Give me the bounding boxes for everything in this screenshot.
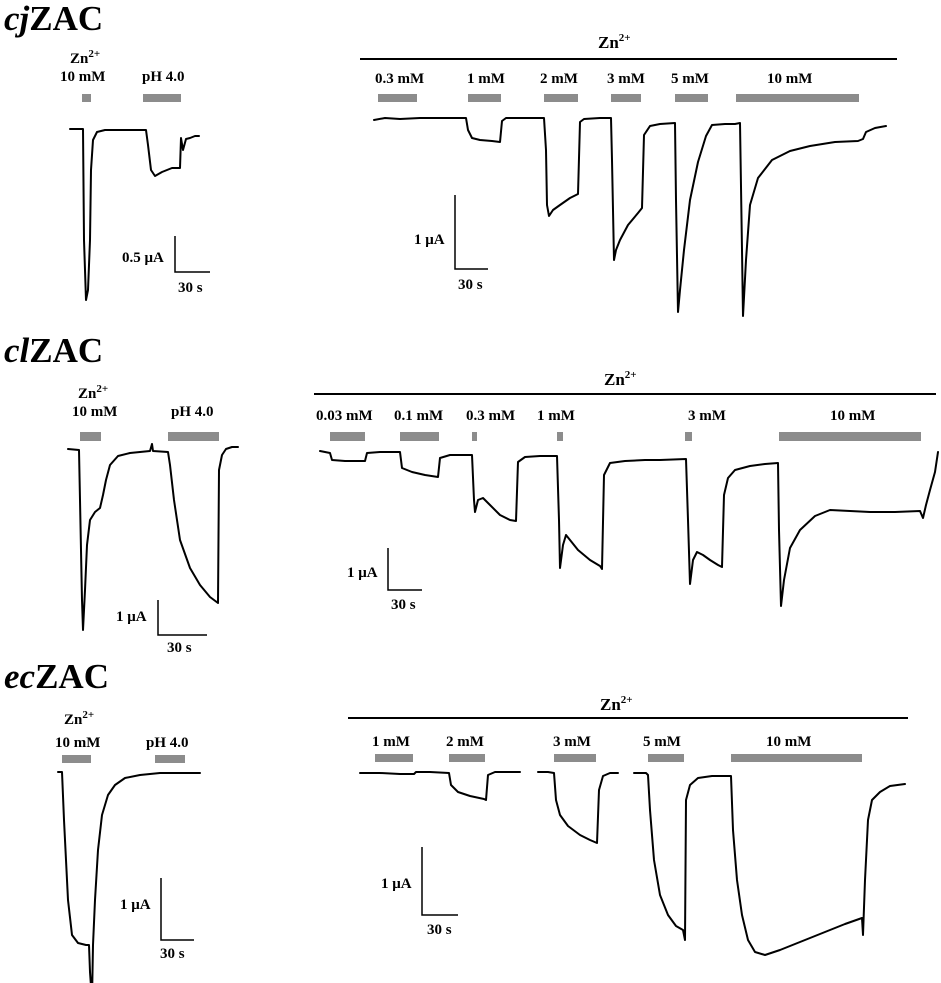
application-bar [378,94,417,102]
scale-bar [454,195,488,270]
current-trace [633,772,906,956]
ph-label: pH 4.0 [146,735,189,751]
left-trace-panel-cjzac: Zn2+ 10 mM pH 4.0 0.5 μA 30 s [60,48,210,301]
scale-time-label: 30 s [178,280,203,296]
scale-current-label: 1 μA [116,609,147,625]
application-bar [62,755,91,763]
panel-eczac: ecZAC Zn2+ 10 mM pH 4.0 1 μA 30 s Zn2+ 1… [4,657,908,983]
ph-application-bar [155,755,185,763]
scale-time-label: 30 s [167,640,192,656]
zn-header: Zn2+ [598,32,631,52]
current-trace [67,443,239,631]
application-bar [648,754,684,762]
concentration-label: 0.3 mM [375,71,424,87]
application-bar [554,754,596,762]
concentration-label: 5 mM [671,71,709,87]
right-trace-panel-eczac: Zn2+ 1 mM 2 mM 3 mM 5 mM 10 mM 1 μA 30 s [348,694,908,956]
zn-label: Zn2+ [64,709,94,728]
concentration-label: 10 mM [767,71,812,87]
zn-concentration-label: 10 mM [72,404,117,420]
application-bar [400,432,439,441]
application-bar [731,754,862,762]
concentration-label: 3 mM [607,71,645,87]
panel-cjzac: cjZAC Zn2+ 10 mM pH 4.0 0.5 μA 30 s Zn2+… [4,0,897,317]
zn-header: Zn2+ [600,694,633,714]
scale-time-label: 30 s [427,922,452,938]
species-title-eczac: ecZAC [4,657,109,696]
scale-bar [421,847,458,916]
current-trace [537,771,619,844]
application-bar [468,94,501,102]
concentration-label: 5 mM [643,734,681,750]
scale-current-label: 1 μA [347,565,378,581]
application-bar [779,432,921,441]
scale-bar [160,878,194,941]
current-trace [319,450,939,607]
concentration-label: 1 mM [372,734,410,750]
concentration-label: 2 mM [446,734,484,750]
right-trace-panel-clzac: Zn2+ 0.03 mM 0.1 mM 0.3 mM 1 mM 3 mM 10 … [314,369,939,613]
application-bar [82,94,91,102]
right-trace-panel-cjzac: Zn2+ 0.3 mM 1 mM 2 mM 3 mM 5 mM 10 mM 1 … [360,32,897,317]
current-trace [359,771,521,801]
concentration-label: 10 mM [766,734,811,750]
species-title-cjzac: cjZAC [4,0,103,38]
concentration-label: 0.1 mM [394,408,443,424]
scale-current-label: 1 μA [120,897,151,913]
scale-bar [387,548,422,591]
current-trace [373,117,887,317]
application-bar [80,432,101,441]
species-title-clzac: clZAC [4,331,103,370]
application-bar [736,94,859,102]
scale-bar [157,600,207,636]
concentration-label: 2 mM [540,71,578,87]
ph-application-bar [168,432,219,441]
left-trace-panel-eczac: Zn2+ 10 mM pH 4.0 1 μA 30 s [55,709,201,983]
concentration-label: 3 mM [553,734,591,750]
zn-header: Zn2+ [604,369,637,389]
scale-time-label: 30 s [458,277,483,293]
ph-label: pH 4.0 [142,69,185,85]
zn-label: Zn2+ [70,48,100,67]
scale-current-label: 1 μA [414,232,445,248]
scale-current-label: 0.5 μA [122,250,164,266]
ph-application-bar [143,94,181,102]
zn-concentration-label: 10 mM [55,735,100,751]
concentration-label: 1 mM [467,71,505,87]
application-bar [330,432,365,441]
current-trace [69,128,200,301]
current-trace [57,771,201,983]
application-bar [472,432,477,441]
ph-label: pH 4.0 [171,404,214,420]
concentration-label: 0.03 mM [316,408,373,424]
scale-current-label: 1 μA [381,876,412,892]
concentration-label: 1 mM [537,408,575,424]
zn-concentration-label: 10 mM [60,69,105,85]
concentration-label: 3 mM [688,408,726,424]
application-bar [685,432,692,441]
zn-label: Zn2+ [78,383,108,402]
application-bar [611,94,641,102]
concentration-label: 10 mM [830,408,875,424]
scale-time-label: 30 s [391,597,416,613]
application-bar [675,94,708,102]
left-trace-panel-clzac: Zn2+ 10 mM pH 4.0 1 μA 30 s [67,383,239,656]
scale-bar [174,236,210,273]
application-bar [375,754,413,762]
application-bar [557,432,563,441]
application-bar [544,94,578,102]
panel-clzac: clZAC Zn2+ 10 mM pH 4.0 1 μA 30 s Zn2+ 0… [4,331,939,656]
application-bar [449,754,485,762]
concentration-label: 0.3 mM [466,408,515,424]
scale-time-label: 30 s [160,946,185,962]
